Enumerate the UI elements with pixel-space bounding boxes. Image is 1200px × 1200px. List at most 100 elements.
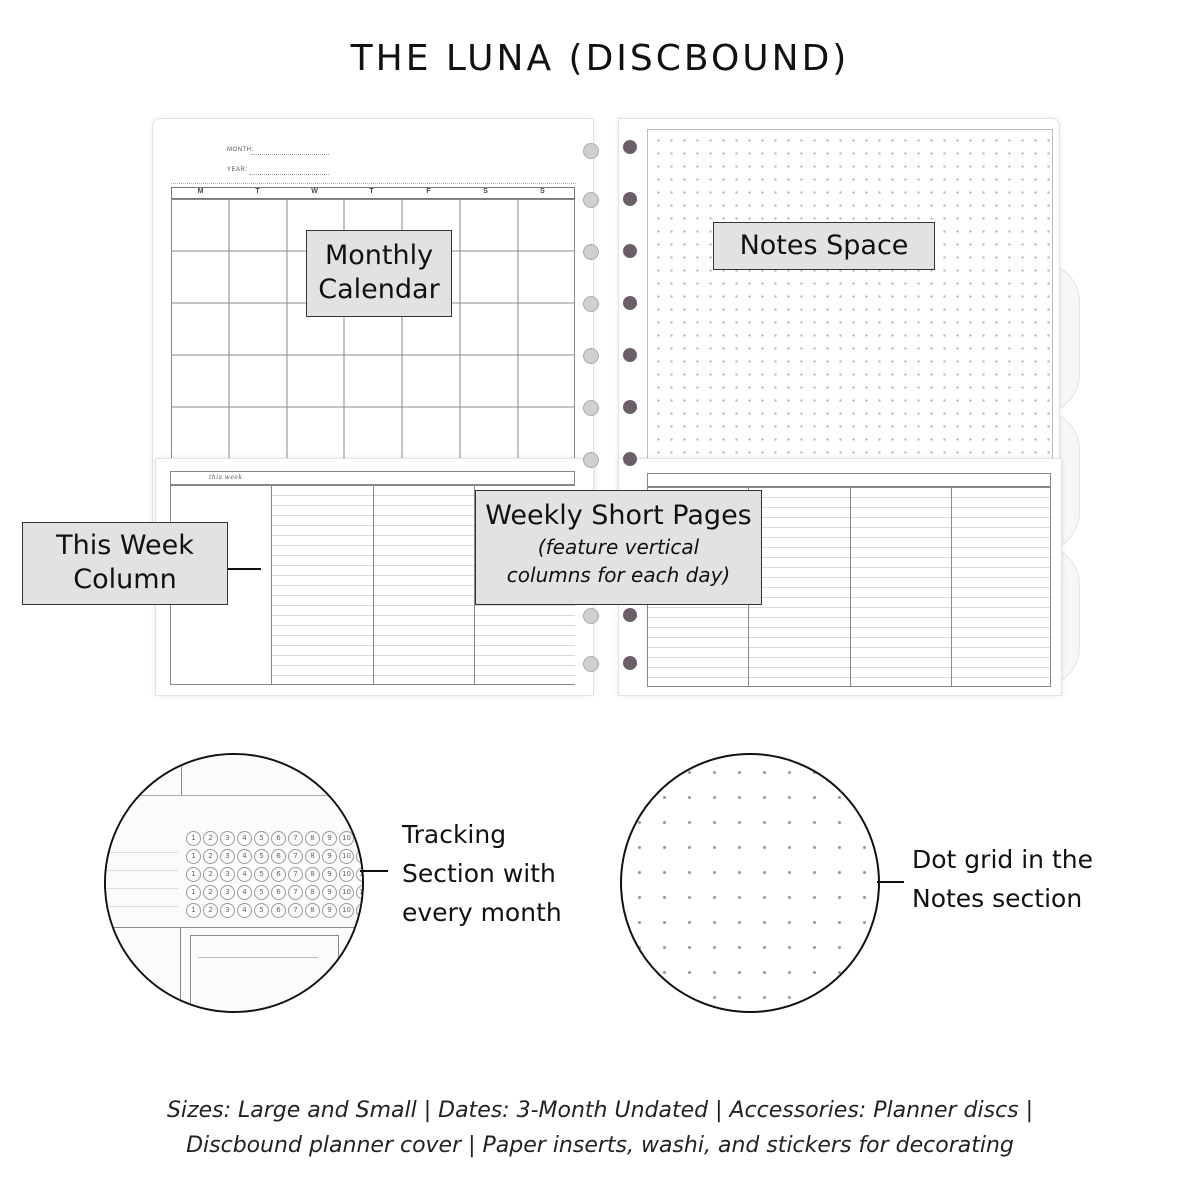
tracking-number: 10	[339, 903, 354, 918]
tracking-desc-line: Tracking	[402, 820, 507, 849]
disc-right	[623, 140, 637, 154]
day-header-row: M T W T F S S	[171, 187, 575, 199]
footer-line: Discbound planner cover | Paper inserts,…	[186, 1133, 1014, 1158]
tracking-number: 11	[356, 849, 362, 864]
notes-space-callout: Notes Space	[713, 222, 935, 270]
callout-line: Weekly Short Pages	[485, 500, 752, 531]
tracking-number: 1	[186, 867, 201, 882]
tracking-number: 5	[254, 849, 269, 864]
tracking-number: 7	[288, 867, 303, 882]
zoom-frame-line	[338, 935, 339, 1011]
day-column	[374, 486, 475, 684]
day-column	[851, 488, 952, 686]
tracking-desc-line: every month	[402, 898, 562, 927]
disc-left	[583, 192, 599, 208]
tracking-number: 9	[322, 867, 337, 882]
tracking-number: 4	[237, 903, 252, 918]
tracking-desc-line: Section with	[402, 859, 556, 888]
tracking-number: 6	[271, 831, 286, 846]
disc-right	[623, 244, 637, 258]
dot-grid-leader-line	[877, 881, 904, 883]
tracking-number: 7	[288, 831, 303, 846]
day-column	[272, 486, 374, 684]
day-label-tue: T	[255, 188, 260, 195]
disc-left	[583, 348, 599, 364]
tracking-number: 5	[254, 831, 269, 846]
tracking-number: 4	[237, 831, 252, 846]
tracking-number: 8	[305, 867, 320, 882]
tracking-number: 9	[322, 831, 337, 846]
tracking-number: 2	[203, 903, 218, 918]
tracking-number: 6	[271, 867, 286, 882]
zoom-frame-line	[190, 935, 191, 1011]
tracking-number: 5	[254, 885, 269, 900]
zoom-frame-line	[106, 927, 362, 928]
tracking-number: 2	[203, 831, 218, 846]
dot-grid-zoom-circle	[620, 753, 880, 1013]
tracking-number: 1	[186, 849, 201, 864]
tracking-number: 6	[271, 849, 286, 864]
zoom-frame-line	[181, 755, 182, 795]
callout-line: This Week	[56, 530, 194, 561]
tracking-number: 11	[356, 885, 362, 900]
tracking-number: 10	[339, 849, 354, 864]
tracking-number: 3	[220, 867, 235, 882]
this-week-label: this week	[209, 474, 243, 481]
tracking-number: 3	[220, 903, 235, 918]
tracking-number: 1	[186, 903, 201, 918]
zoom-frame-line	[180, 927, 181, 1011]
day-label-mon: M	[197, 188, 204, 195]
tracking-number: 1	[186, 885, 201, 900]
page-title: THE LUNA (DISCBOUND)	[350, 38, 850, 79]
tracking-number: 10	[339, 867, 354, 882]
tracking-number: 10	[339, 831, 354, 846]
tracking-number: 11	[356, 831, 362, 846]
tracking-number: 4	[237, 849, 252, 864]
disc-right	[623, 608, 637, 622]
tracking-number: 10	[339, 885, 354, 900]
day-column	[749, 488, 851, 686]
disc-right	[623, 400, 637, 414]
tracking-number: 6	[271, 903, 286, 918]
monthly-calendar-callout: Monthly Calendar	[306, 230, 452, 317]
disc-left	[583, 143, 599, 159]
day-label-thu: T	[369, 188, 374, 195]
disc-right	[623, 348, 637, 362]
tracking-number: 7	[288, 849, 303, 864]
callout-line: Calendar	[318, 274, 440, 305]
tracking-number: 4	[237, 867, 252, 882]
tracking-number: 4	[237, 885, 252, 900]
tracking-number: 11	[356, 903, 362, 918]
disc-right	[623, 452, 637, 466]
day-label-wed: W	[311, 188, 318, 195]
disc-left	[583, 400, 599, 416]
tracking-number: 1	[186, 831, 201, 846]
tracking-number: 5	[254, 867, 269, 882]
dot-grid-description: Dot grid in the Notes section	[912, 840, 1093, 918]
tracking-number: 6	[271, 885, 286, 900]
tracking-number: 3	[220, 831, 235, 846]
disc-right	[623, 296, 637, 310]
tracking-label-lines	[106, 835, 178, 915]
tracking-number: 9	[322, 903, 337, 918]
tracking-number: 8	[305, 885, 320, 900]
tracking-description: Tracking Section with every month	[402, 815, 562, 932]
tracking-number: 9	[322, 885, 337, 900]
this-week-leader-line	[228, 568, 261, 570]
callout-line: Column	[73, 564, 177, 595]
callout-subline: columns for each day)	[506, 563, 731, 587]
day-column	[952, 488, 1050, 686]
tracking-number: 5	[254, 903, 269, 918]
this-week-column	[171, 486, 272, 684]
month-field-label: MONTH:	[227, 147, 254, 153]
disc-left	[583, 244, 599, 260]
zoom-frame-line	[190, 935, 338, 936]
month-field-line	[251, 154, 329, 155]
year-field-line	[249, 174, 329, 175]
